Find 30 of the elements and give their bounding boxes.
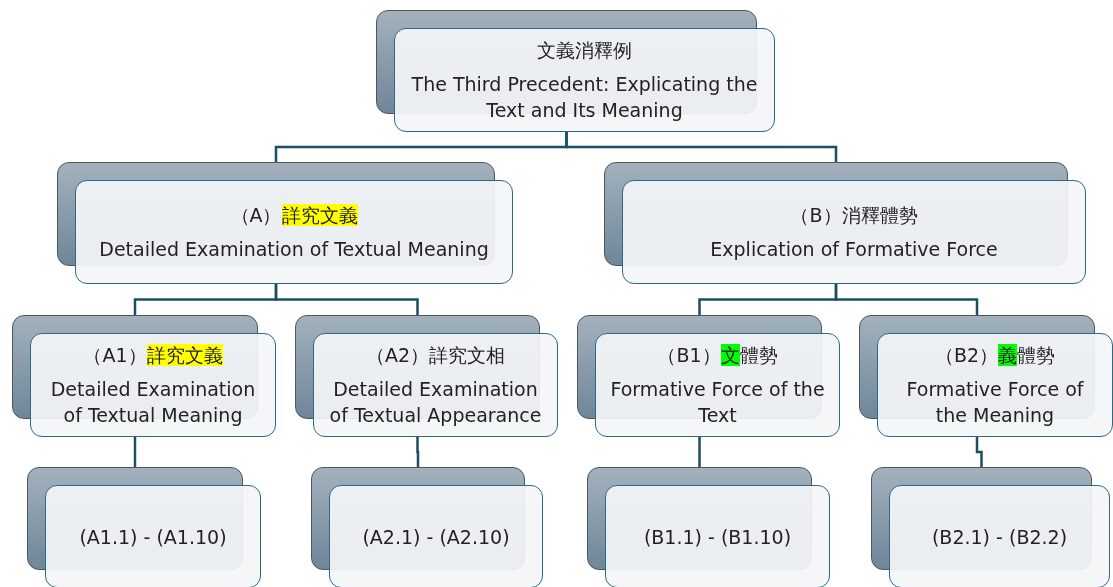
- highlighted-text: 詳究文義: [146, 344, 223, 366]
- connector-line: [975, 437, 983, 467]
- heading-text: 體勢: [739, 344, 778, 366]
- connector-line: [133, 437, 137, 467]
- connector-line: [274, 284, 419, 315]
- body-text: (B1.1) - (B1.10): [643, 524, 792, 550]
- connector-line: [416, 437, 420, 467]
- body-text: Formative Force of the Meaning: [905, 377, 1085, 428]
- heading-text: 體勢: [1017, 344, 1056, 366]
- body-text: (A1.1) - (A1.10): [79, 524, 227, 550]
- connector-line: [698, 437, 701, 467]
- connector-line: [565, 132, 838, 162]
- body-text: Detailed Examination of Textual Appearance: [328, 377, 543, 428]
- heading-text: （A）: [230, 204, 282, 226]
- connector-line: [834, 284, 979, 315]
- body-text: (B2.1) - (B2.2): [931, 524, 1068, 550]
- highlighted-text: 文: [720, 344, 740, 366]
- body-text: Formative Force of the Text: [609, 377, 826, 428]
- heading-text: 文義消釋例: [537, 39, 632, 61]
- body-text: Detailed Examination of Textual Meaning: [99, 237, 489, 262]
- heading-text: （B1）: [657, 344, 721, 366]
- heading-text: （A1）: [83, 344, 147, 366]
- heading-text: （A2）詳究文相: [365, 344, 506, 366]
- body-text: Detailed Examination of Textual Meaning: [49, 377, 257, 428]
- heading-text: （B2）: [934, 344, 999, 366]
- body-text: Explication of Formative Force: [710, 237, 998, 262]
- body-text: (A2.1) - (A2.10): [362, 524, 510, 550]
- heading-text: （B）消釋體勢: [790, 204, 918, 226]
- body-text: The Third Precedent: Explicating the Text and Its Meaning: [410, 72, 759, 123]
- highlighted-text: 詳究文義: [281, 204, 358, 226]
